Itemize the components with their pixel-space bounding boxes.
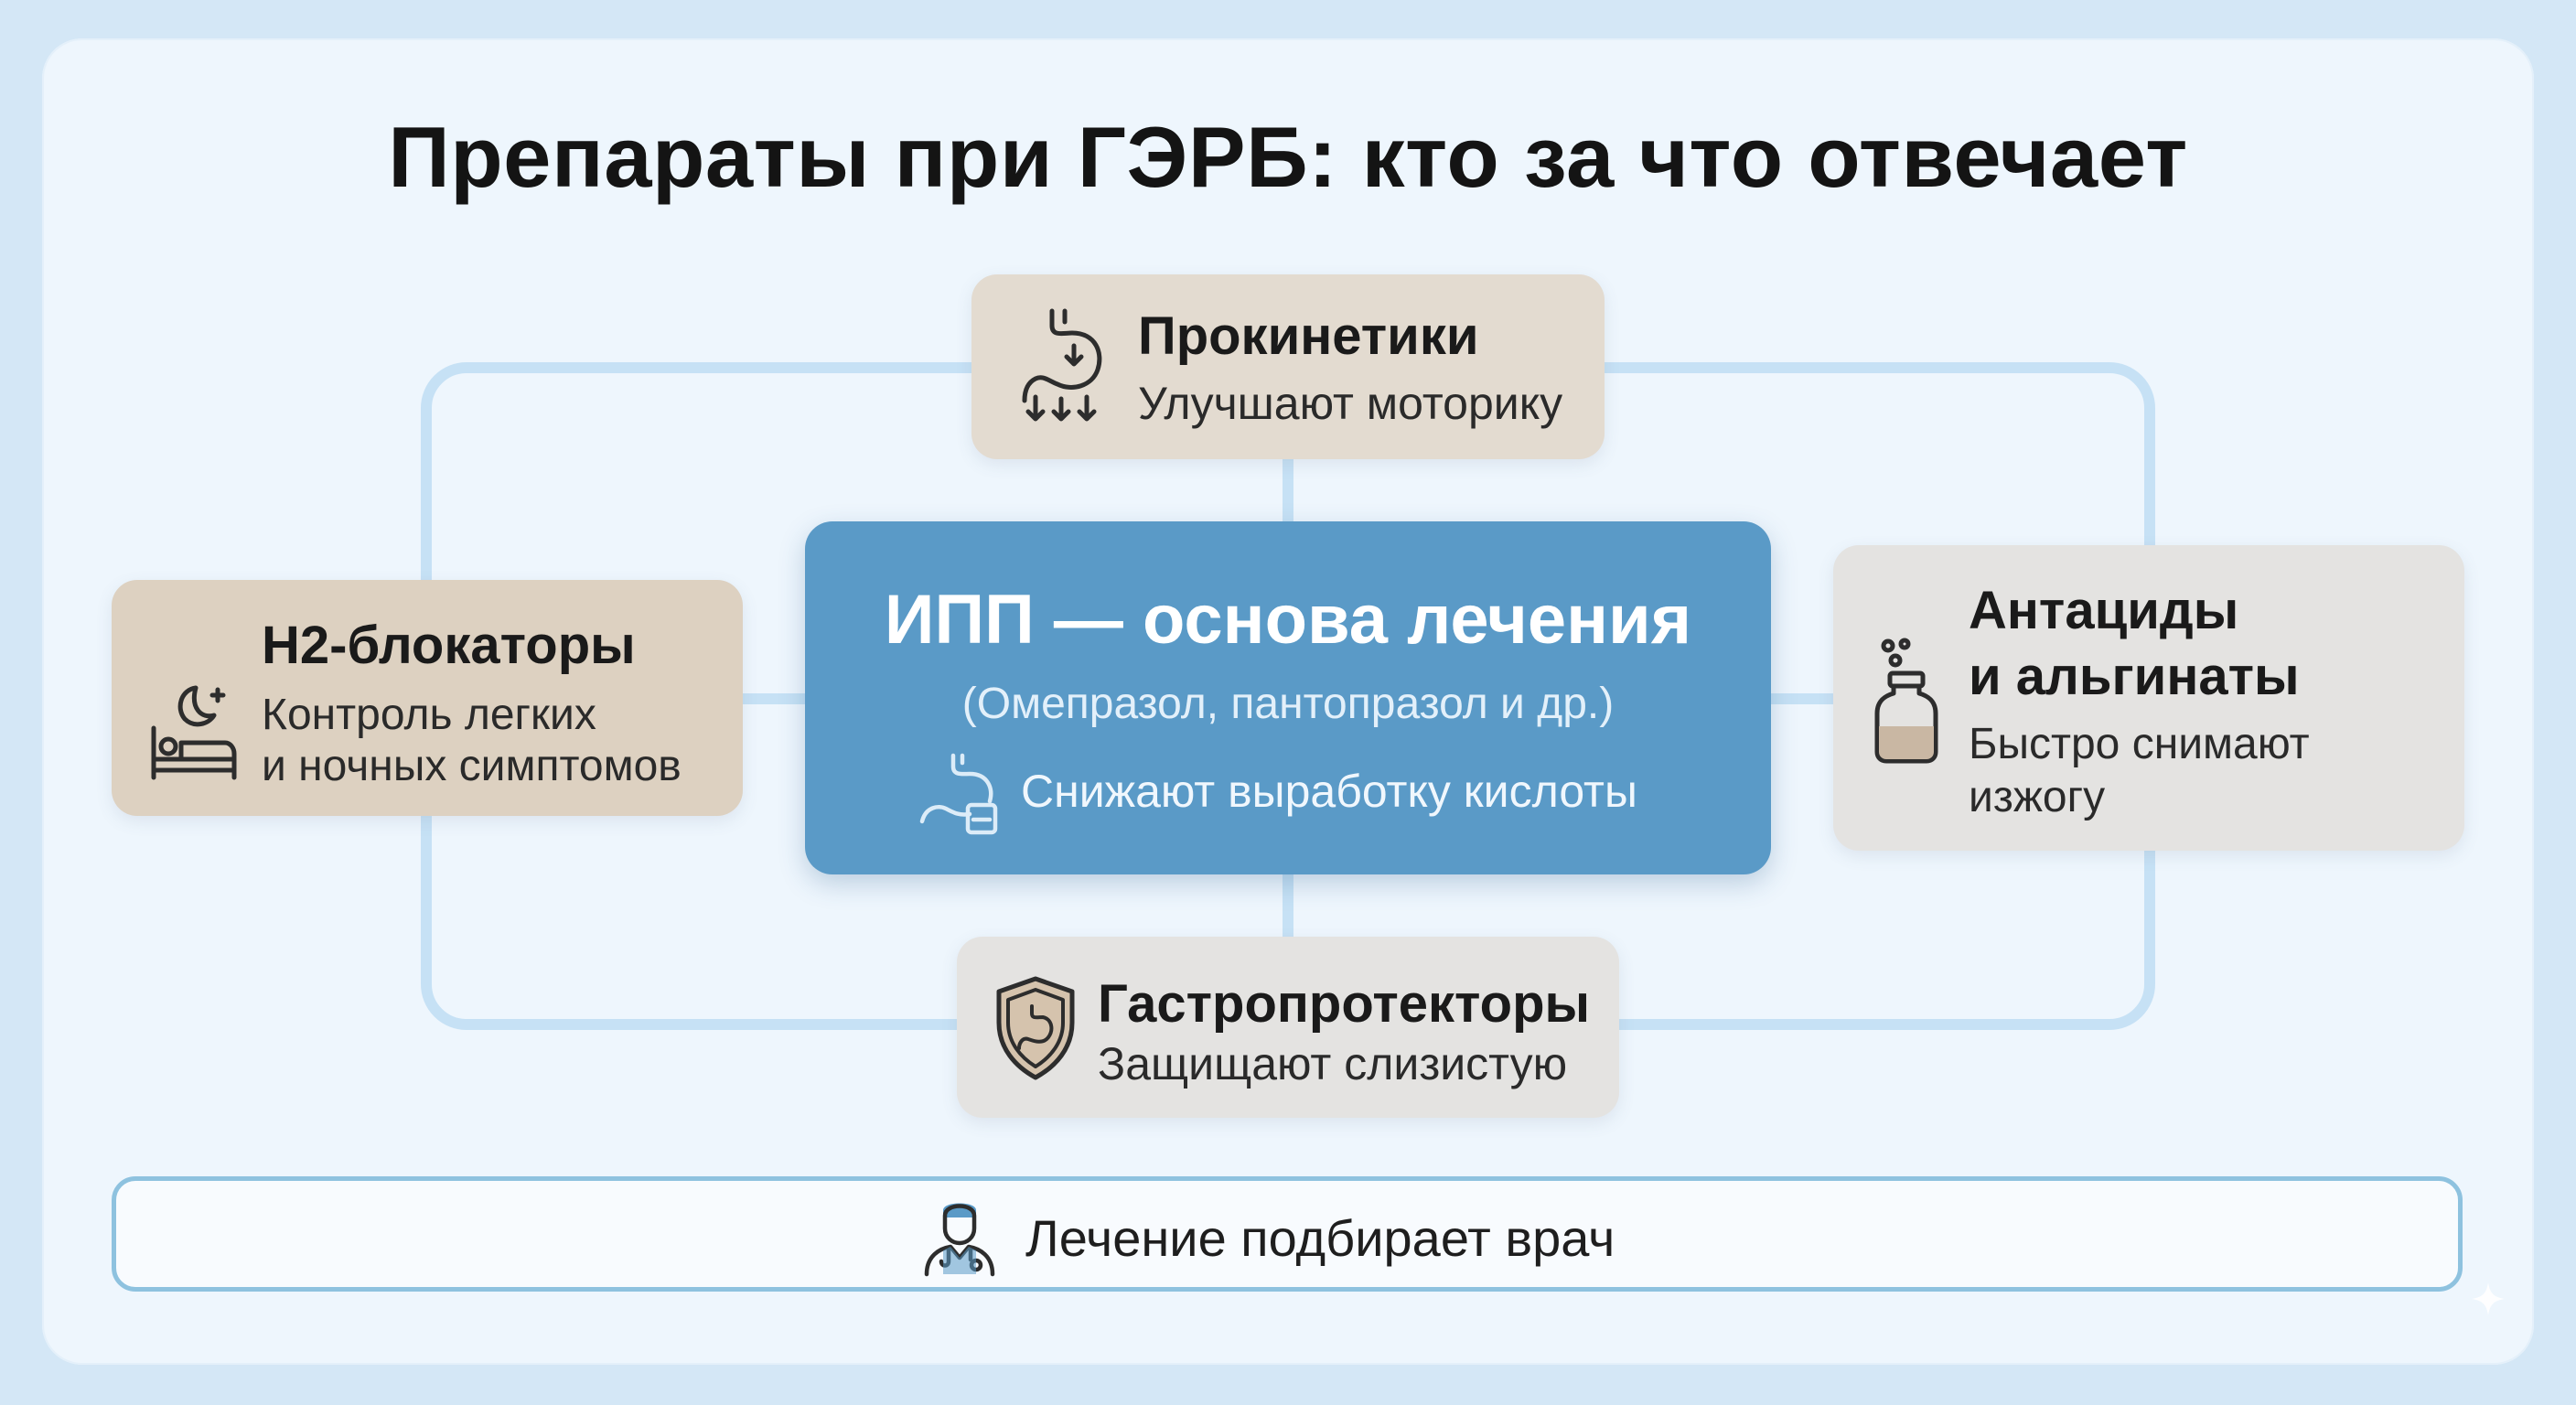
h2-blockers-title: H2-блокаторы bbox=[262, 616, 636, 675]
gastroprotectors-text: Защищают слизистую bbox=[1098, 1038, 1568, 1089]
antacids-text-line1: Быстро снимают bbox=[1969, 720, 2310, 768]
antacids-text-line2: изжогу bbox=[1969, 773, 2106, 821]
night-sleep-icon bbox=[151, 685, 237, 780]
gastroprotectors-title: Гастропротекторы bbox=[1098, 974, 1591, 1034]
diagram-title: Препараты при ГЭРБ: кто за что отвечает bbox=[388, 109, 2188, 205]
h2-blockers-card: H2-блокаторы Контроль легких и ночных си… bbox=[112, 580, 743, 816]
footer-note: Лечение подбирает врач bbox=[112, 1176, 2463, 1292]
h2-blockers-text-line1: Контроль легких bbox=[262, 691, 596, 739]
medicine-bottle-icon bbox=[1874, 638, 1938, 764]
prokinetics-title: Прокинетики bbox=[1138, 306, 1479, 366]
antacids-title-line1: Антациды bbox=[1969, 581, 2239, 640]
h2-blockers-text-line2: и ночных симптомов bbox=[262, 742, 682, 790]
doctor-icon bbox=[924, 1203, 995, 1277]
ppi-action: Снижают выработку кислоты bbox=[1021, 766, 1637, 817]
ppi-title: ИПП — основа лечения bbox=[884, 581, 1692, 659]
sparkle-icon bbox=[2472, 1282, 2505, 1315]
prokinetics-text: Улучшают моторику bbox=[1138, 378, 1563, 429]
antacids-title-line2: и альгинаты bbox=[1969, 647, 2300, 706]
gastroprotectors-card: Гастропротекторы Защищают слизистую bbox=[957, 937, 1619, 1118]
antacids-card: Антациды и альгинаты Быстро снимают изжо… bbox=[1833, 545, 2464, 851]
ppi-examples: (Омепразол, пантопразол и др.) bbox=[961, 680, 1615, 728]
prokinetics-card: Прокинетики Улучшают моторику bbox=[971, 274, 1605, 459]
stomach-motility-icon bbox=[1022, 308, 1102, 422]
ppi-center-card: ИПП — основа лечения (Омепразол, пантопр… bbox=[805, 521, 1771, 874]
footer-text: Лечение подбирает врач bbox=[1025, 1209, 1615, 1267]
stomach-acid-icon bbox=[919, 753, 998, 835]
shield-stomach-icon bbox=[996, 976, 1075, 1080]
